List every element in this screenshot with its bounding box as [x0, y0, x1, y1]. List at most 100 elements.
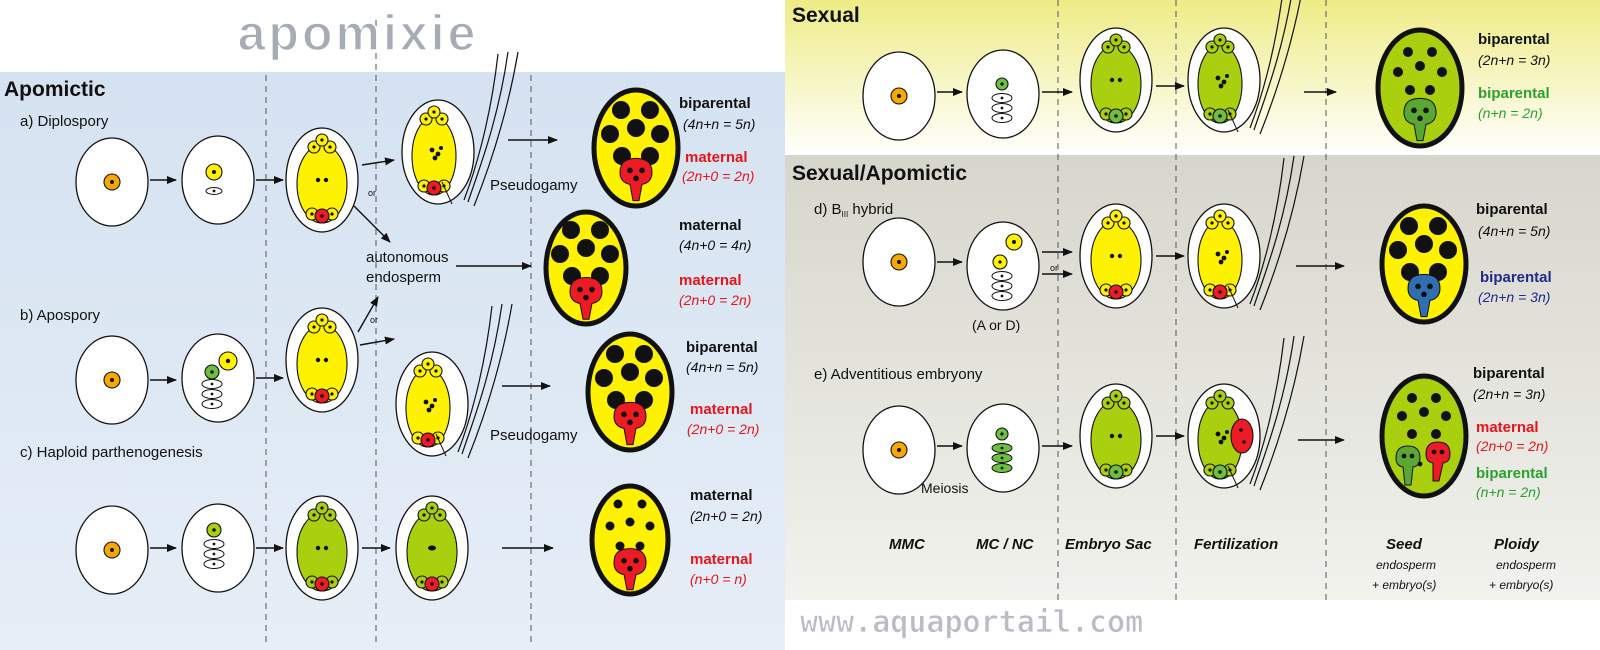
endosperm-nucleus	[621, 363, 639, 381]
pollen-tube	[1259, 0, 1301, 135]
nucleus	[583, 294, 589, 301]
nucleus	[212, 528, 216, 532]
endosperm-nucleus	[1441, 411, 1451, 421]
nucleus	[312, 325, 316, 329]
nucleus	[434, 369, 438, 373]
nucleus	[210, 370, 214, 374]
nucleus	[1104, 288, 1108, 292]
pollen-tube	[463, 53, 499, 201]
nucleus	[1106, 401, 1110, 405]
pollen-tube	[457, 305, 493, 453]
result-sex-2-ploidy: (n+n = 2n)	[1478, 105, 1543, 121]
endosperm-nucleus	[612, 101, 630, 119]
nucleus	[1215, 251, 1221, 257]
result-auto-1-ploidy: (4n+0 = 4n)	[679, 237, 751, 253]
nucleus	[1124, 112, 1128, 116]
nucleus	[1122, 221, 1126, 225]
nucleus	[432, 110, 436, 114]
polar-nucleus	[323, 357, 329, 363]
result-a-1-ploidy: (4n+n = 5n)	[683, 116, 755, 132]
result-d-2: biparental	[1480, 269, 1552, 286]
nucleus	[212, 170, 216, 174]
nucleus	[621, 557, 627, 564]
nucleus	[432, 186, 436, 190]
pollen-tube	[1253, 335, 1295, 487]
nucleus	[1215, 431, 1221, 437]
nucleus	[1104, 468, 1108, 472]
polar-nucleus	[1117, 433, 1123, 439]
nucleus	[440, 580, 444, 584]
stage-ploidy-sub1: endosperm	[1496, 558, 1556, 572]
nucleus	[1439, 449, 1445, 455]
nucleus	[320, 582, 324, 586]
nucleus	[1210, 221, 1214, 225]
nucleus	[589, 286, 595, 293]
nucleus	[310, 212, 314, 216]
pollen-tube	[1253, 155, 1295, 307]
endosperm-nucleus	[1431, 429, 1441, 439]
pollen-tube	[467, 303, 513, 459]
megaspore-nucleus	[1000, 456, 1004, 460]
nucleus	[424, 117, 428, 121]
nucleus	[1417, 461, 1423, 467]
seed	[543, 209, 629, 327]
nucleus	[1114, 394, 1118, 398]
nucleus	[310, 392, 314, 396]
nucleus	[328, 325, 332, 329]
endosperm-nucleus	[1400, 217, 1418, 235]
nucleus	[432, 155, 438, 161]
nucleus	[110, 180, 114, 184]
nucleus	[1431, 449, 1437, 455]
endosperm-nucleus	[551, 245, 569, 263]
pollen-tube	[461, 303, 503, 455]
pollen-tube	[1249, 337, 1285, 485]
endosperm-nucleus	[601, 125, 619, 143]
endosperm-nucleus	[606, 345, 624, 363]
nucleus	[1114, 470, 1118, 474]
arrow	[353, 205, 391, 243]
row-label-biii: d) BIII hybrid	[814, 201, 893, 219]
result-b-1: biparental	[686, 339, 758, 356]
megaspore-nucleus	[1000, 274, 1004, 278]
endosperm-nucleus	[1437, 67, 1447, 77]
nucleus	[1226, 221, 1230, 225]
result-d-1: biparental	[1476, 201, 1548, 218]
seed	[585, 331, 675, 453]
nucleus	[330, 580, 334, 584]
nucleus	[1218, 214, 1222, 218]
endosperm-nucleus	[1439, 241, 1457, 259]
megaspore-nucleus	[212, 542, 216, 546]
endosperm-nucleus	[645, 369, 663, 387]
nucleus	[621, 411, 627, 418]
pollen-tube	[1259, 155, 1305, 311]
nucleus	[627, 565, 633, 572]
endosperm-nucleus	[1429, 217, 1447, 235]
nucleus	[627, 419, 633, 426]
stage-mc-nc: MC / NC	[976, 536, 1035, 553]
nucleus	[1409, 453, 1415, 459]
nucleus	[998, 260, 1002, 264]
endosperm-nucleus	[1389, 241, 1407, 259]
result-e-3-ploidy: (n+n = 2n)	[1476, 484, 1541, 500]
nucleus	[639, 167, 645, 174]
seed	[591, 87, 681, 209]
endosperm-nucleus	[562, 221, 580, 239]
nucleus	[438, 513, 442, 517]
section-sexual: Sexual	[792, 4, 860, 27]
nucleus	[430, 506, 434, 510]
endosperm-nucleus	[1415, 61, 1425, 71]
polar-nucleus	[1117, 77, 1123, 83]
result-c-1: maternal	[690, 487, 753, 504]
nucleus	[577, 286, 583, 293]
watermark-url: www.aquaportail.com	[800, 605, 1143, 640]
nucleus	[110, 378, 114, 382]
nucleus	[418, 369, 422, 373]
fused-polar-nuclei	[428, 545, 436, 551]
endosperm-nucleus	[637, 499, 647, 509]
pollen-tube-entry	[435, 433, 447, 457]
result-sex-2: biparental	[1478, 85, 1550, 102]
pollen-tube-entry	[1227, 465, 1239, 489]
adventitious-embryo	[1230, 418, 1254, 454]
nucleus	[1122, 401, 1126, 405]
nucleus	[225, 358, 231, 364]
